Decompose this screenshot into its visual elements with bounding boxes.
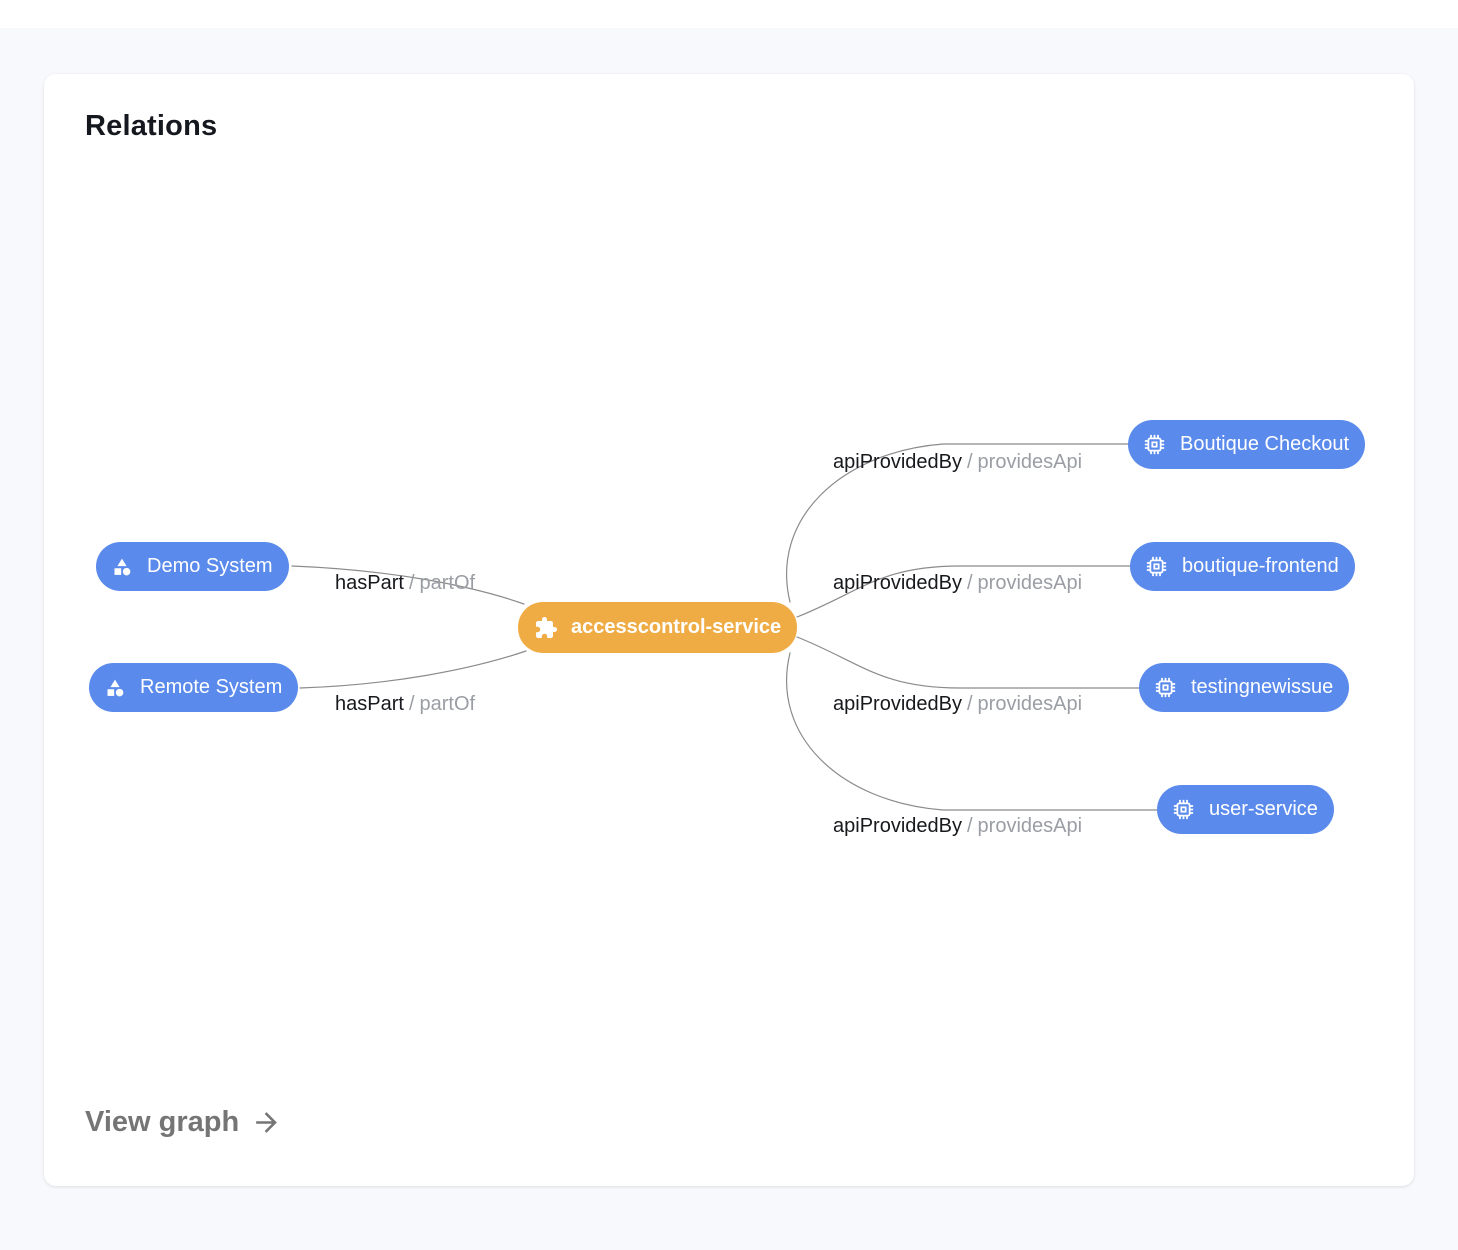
- edge-label-secondary: providesApi: [977, 815, 1083, 837]
- node-user-service[interactable]: user-service: [1157, 785, 1334, 834]
- card-title: Relations: [85, 110, 218, 142]
- shapes-icon: [105, 678, 125, 698]
- edge-label-primary: hasPart: [335, 693, 404, 715]
- node-accesscontrol-service[interactable]: accesscontrol-service: [518, 602, 798, 653]
- node-boutique-checkout[interactable]: Boutique Checkout: [1128, 420, 1366, 469]
- top-bar: [0, 0, 1458, 28]
- edge-label-primary: apiProvidedBy: [833, 572, 962, 594]
- edge-label-separator: /: [966, 572, 973, 594]
- puzzle-icon: [534, 616, 558, 640]
- node-label: testingnewissue: [1191, 676, 1334, 698]
- edge-label: hasPart/partOf: [335, 692, 475, 716]
- relation-edge: [299, 650, 527, 689]
- edge-label-primary: apiProvidedBy: [833, 451, 962, 473]
- edge-label-secondary: partOf: [419, 693, 476, 715]
- node-label: Remote System: [140, 676, 283, 698]
- edge-label-separator: /: [966, 451, 973, 473]
- node-label: Demo System: [147, 555, 273, 577]
- edge-label: apiProvidedBy/providesApi: [833, 814, 1082, 838]
- edge-label: apiProvidedBy/providesApi: [833, 450, 1082, 474]
- edge-label-secondary: partOf: [419, 572, 476, 594]
- view-graph-label: View graph: [85, 1106, 240, 1138]
- edge-label-primary: hasPart: [335, 572, 404, 594]
- edge-label: apiProvidedBy/providesApi: [833, 692, 1082, 716]
- node-label: Boutique Checkout: [1180, 433, 1350, 455]
- chip-icon: [1155, 677, 1176, 698]
- view-graph-link[interactable]: View graph: [85, 1106, 282, 1139]
- node-demo-system[interactable]: Demo System: [96, 542, 289, 591]
- node-remote-system[interactable]: Remote System: [89, 663, 299, 712]
- edge-label-secondary: providesApi: [977, 572, 1083, 594]
- chip-icon: [1173, 799, 1194, 820]
- edge-label-separator: /: [408, 693, 415, 715]
- relation-edge: [785, 652, 1158, 811]
- chip-icon: [1146, 556, 1167, 577]
- edge-label-primary: apiProvidedBy: [833, 815, 962, 837]
- edge-label: apiProvidedBy/providesApi: [833, 571, 1082, 595]
- relation-edge: [796, 636, 1140, 689]
- edge-label-secondary: providesApi: [977, 693, 1083, 715]
- edge-label-separator: /: [966, 693, 973, 715]
- edge-label-separator: /: [408, 572, 415, 594]
- edge-label-primary: apiProvidedBy: [833, 693, 962, 715]
- node-label: boutique-frontend: [1182, 555, 1339, 577]
- edge-label-separator: /: [966, 815, 973, 837]
- shapes-icon: [112, 557, 132, 577]
- chip-icon: [1144, 434, 1165, 455]
- node-boutique-frontend[interactable]: boutique-frontend: [1130, 542, 1355, 591]
- edge-label-secondary: providesApi: [977, 451, 1083, 473]
- edge-label: hasPart/partOf: [335, 571, 475, 595]
- node-label: accesscontrol-service: [571, 616, 782, 638]
- arrow-right-icon: [251, 1107, 282, 1138]
- node-testingnewissue[interactable]: testingnewissue: [1139, 663, 1350, 712]
- node-label: user-service: [1209, 798, 1318, 820]
